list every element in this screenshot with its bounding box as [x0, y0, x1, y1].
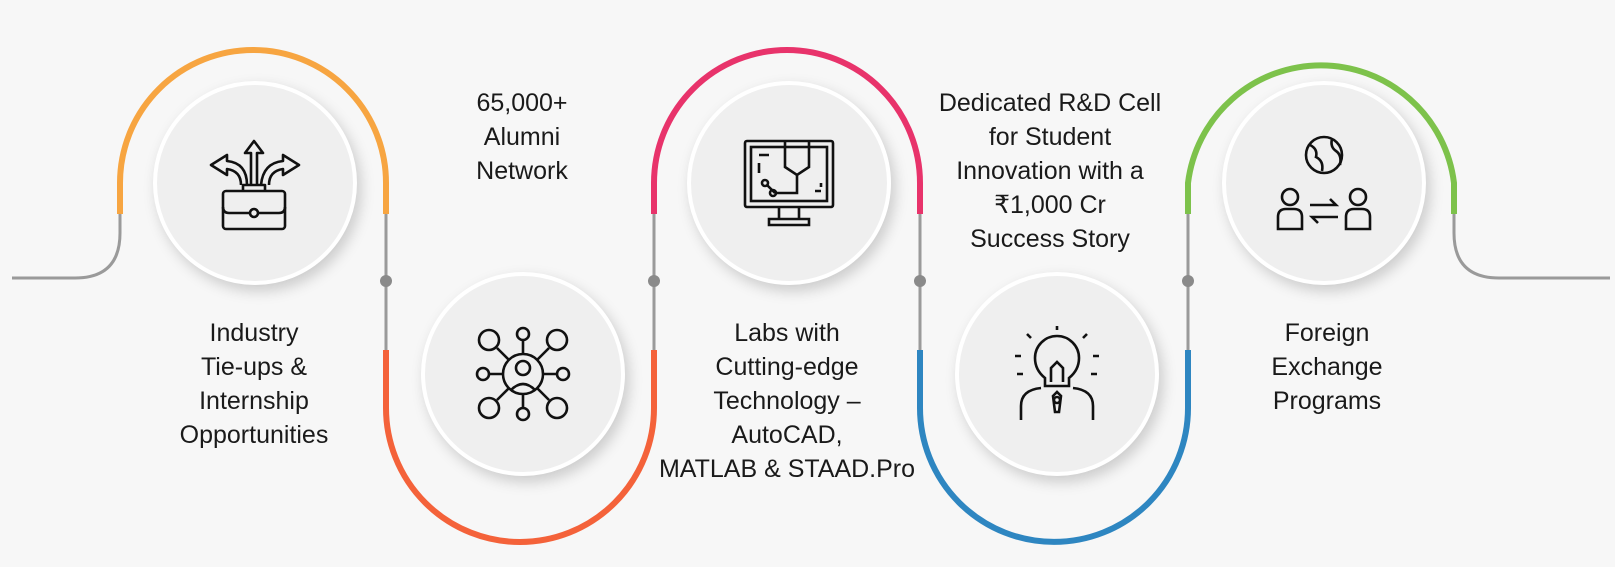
step-5-circle	[1222, 81, 1426, 285]
label-line: Success Story	[970, 225, 1130, 253]
track-lead-out	[1452, 214, 1610, 280]
arc-step-2	[383, 350, 657, 545]
track-dot	[1182, 275, 1194, 287]
step-3-label: Labs with Cutting-edge Technology – Auto…	[657, 316, 917, 486]
label-line: 65,000+	[476, 89, 568, 117]
label-line: Tie-ups &	[200, 353, 308, 381]
label-line: Alumni	[483, 123, 561, 151]
computer-circuit-icon	[743, 139, 835, 227]
track-dot	[914, 275, 926, 287]
lightbulb-person-icon	[1015, 326, 1099, 420]
track-dot	[648, 275, 660, 287]
arc-step-5	[1185, 62, 1457, 214]
step-1-circle	[153, 81, 357, 285]
arc-step-1	[117, 47, 389, 214]
label-line: ₹1,000 Cr	[994, 191, 1106, 219]
people-network-icon	[475, 326, 571, 422]
label-line: Network	[476, 157, 568, 185]
arc-step-3	[651, 47, 923, 214]
step-4-circle	[955, 272, 1159, 476]
label-line: AutoCAD,	[731, 421, 843, 449]
label-line: Labs with	[734, 319, 840, 347]
step-2-label: 65,000+ Alumni Network	[392, 86, 652, 188]
label-line: Exchange	[1271, 353, 1383, 381]
label-line: Industry	[209, 319, 299, 347]
track-lead-in	[12, 214, 122, 280]
step-3-circle	[687, 81, 891, 285]
label-line: for Student	[988, 123, 1112, 151]
label-line: Innovation with a	[956, 157, 1144, 185]
track-dot	[380, 275, 392, 287]
label-line: Internship	[199, 387, 309, 415]
briefcase-arrows-icon	[209, 139, 301, 231]
step-4-label: Dedicated R&D Cell for Student Innovatio…	[920, 86, 1180, 256]
label-line: Foreign	[1284, 319, 1370, 347]
label-line: Dedicated R&D Cell	[938, 89, 1162, 117]
globe-exchange-icon	[1276, 135, 1372, 231]
label-line: Technology –	[713, 387, 861, 415]
arc-step-4	[917, 350, 1191, 545]
step-5-label: Foreign Exchange Programs	[1197, 316, 1457, 418]
label-line: MATLAB & STAAD.Pro	[658, 455, 916, 483]
step-2-circle	[421, 272, 625, 476]
label-line: Opportunities	[179, 421, 329, 449]
label-line: Cutting-edge	[715, 353, 859, 381]
label-line: Programs	[1272, 387, 1382, 415]
step-1-label: Industry Tie-ups & Internship Opportunit…	[124, 316, 384, 452]
